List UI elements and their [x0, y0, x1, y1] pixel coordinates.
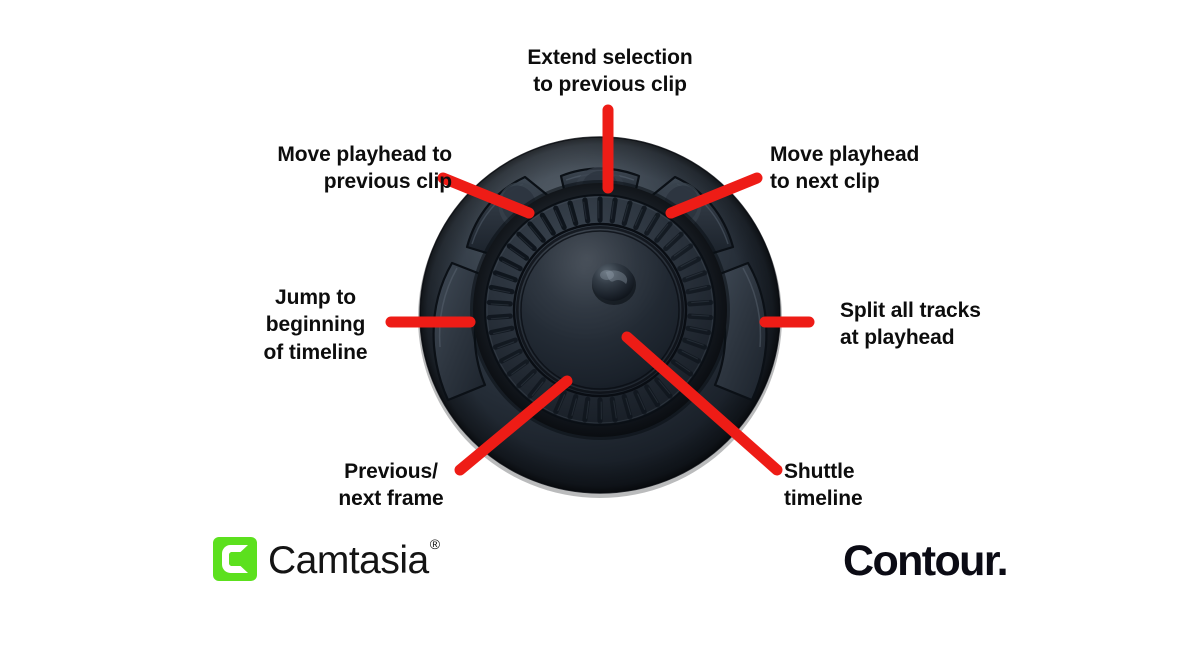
camtasia-c-glyph	[222, 545, 248, 573]
camtasia-registered-mark: ®	[429, 535, 441, 552]
leader-shuttle-timeline	[621, 331, 783, 476]
leader-prev-next-frame	[454, 375, 573, 476]
camtasia-wordmark-text: Camtasia	[268, 538, 429, 582]
camtasia-wordmark: Camtasia®	[268, 537, 440, 582]
camtasia-mark-icon	[213, 537, 257, 581]
leader-prev-clip	[437, 172, 535, 219]
callout-extend-selection: Extend selection to previous clip	[527, 46, 693, 97]
callout-move-playhead-next-clip: Move playhead to next clip	[770, 143, 920, 194]
callout-previous-next-frame: Previous/ next frame	[338, 460, 444, 511]
contour-wordmark: Contour.	[843, 537, 1009, 585]
camtasia-logo: Camtasia®	[213, 537, 440, 582]
leader-next-clip	[665, 172, 763, 219]
callout-split-all-tracks: Split all tracks at playhead	[840, 299, 981, 350]
callout-jump-to-beginning: Jump to beginning of timeline	[263, 286, 368, 364]
callout-leader-lines	[385, 104, 815, 476]
callout-shuttle-timeline: Shuttle timeline	[784, 460, 863, 511]
contour-logo: Contour.	[843, 537, 1009, 585]
dial-finger-nub[interactable]	[592, 263, 636, 305]
jog-ring-teeth	[486, 196, 714, 424]
callout-move-playhead-previous-clip: Move playhead to previous clip	[277, 143, 452, 194]
